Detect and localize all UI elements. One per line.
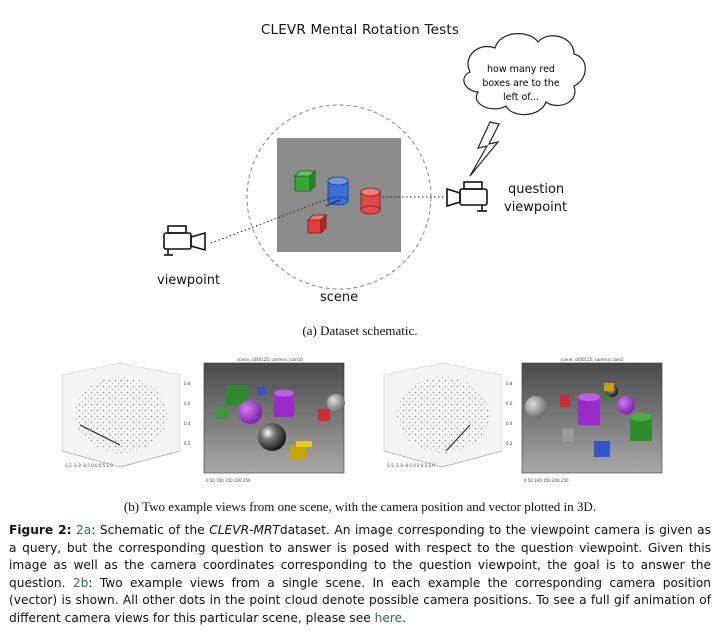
example-views: -1.5 -1.0 -0.5 0.0 0.5 1.0 0.8 0.6 0.4 0… bbox=[61, 357, 663, 483]
svg-text:0 50 100 150 200: 0 50 100 150 200 250 bbox=[524, 478, 569, 483]
thought-bubble: how many red boxes are to the left of... bbox=[463, 33, 586, 116]
svg-text:0.4: 0.4 bbox=[184, 421, 191, 426]
render-title-1: scene: s000125, camera: cam10 bbox=[237, 357, 303, 362]
svg-text:-1.5 -1.0 -0.5 0.0 0.5 1.0: -1.5 -1.0 -0.5 0.0 0.5 1.0 bbox=[386, 463, 435, 468]
caption-text-4: . bbox=[402, 610, 406, 625]
dataset-name: CLEVR-MRT bbox=[209, 523, 280, 537]
svg-text:0.6: 0.6 bbox=[506, 401, 513, 406]
question-label-1: question bbox=[508, 182, 565, 197]
question-camera-icon bbox=[446, 181, 488, 212]
figure-label: Figure 2: bbox=[9, 523, 72, 537]
schematic-title: CLEVR Mental Rotation Tests bbox=[260, 22, 460, 38]
caption-b: (b) Two example views from one scene, wi… bbox=[123, 499, 597, 514]
camera-pointcloud-plot-2: -1.5 -1.0 -0.5 0.0 0.5 1.0 0.8 0.6 0.4 0… bbox=[383, 362, 513, 468]
caption-text-2: dataset. An image corresponding to the v… bbox=[9, 523, 712, 590]
svg-text:-1.5 -1.0 -0.5 0.0 0.5 1.0: -1.5 -1.0 -0.5 0.0 0.5 1.0 bbox=[64, 463, 113, 468]
viewpoint-camera-icon bbox=[163, 225, 206, 256]
svg-text:0 50 100 150 200: 0 50 100 150 200 250 bbox=[206, 478, 251, 483]
ref-2b-link[interactable]: 2b bbox=[72, 575, 89, 590]
lightning-icon bbox=[469, 121, 500, 177]
green-cube bbox=[294, 170, 316, 192]
bubble-line-3: left of... bbox=[503, 92, 539, 103]
camera-pointcloud-plot-1: -1.5 -1.0 -0.5 0.0 0.5 1.0 0.8 0.6 0.4 0… bbox=[61, 362, 191, 468]
bubble-line-2: boxes are to the bbox=[482, 78, 559, 89]
ref-2a-link[interactable]: 2a bbox=[76, 523, 92, 537]
caption-text-1: : Schematic of the bbox=[91, 523, 210, 537]
scene-render-cam2: scene: s000125, camera: cam2 0 50 100 15… bbox=[521, 357, 663, 483]
svg-text:0.4: 0.4 bbox=[506, 421, 513, 426]
caption-text-3: : Two example views from a single scene.… bbox=[9, 575, 712, 625]
svg-text:0.8: 0.8 bbox=[184, 381, 191, 386]
viewpoint-label: viewpoint bbox=[157, 273, 221, 288]
svg-text:0.6: 0.6 bbox=[184, 401, 191, 406]
question-label-2: viewpoint bbox=[504, 200, 568, 215]
red-cube bbox=[307, 214, 327, 234]
scene-render-cam10: scene: s000125, camera: cam10 0 50 100 1… bbox=[203, 357, 345, 483]
svg-text:0.8: 0.8 bbox=[506, 381, 513, 386]
render-title-2: scene: s000125, camera: cam2 bbox=[560, 357, 624, 362]
red-cylinder bbox=[360, 187, 381, 215]
here-link[interactable]: here bbox=[374, 610, 403, 625]
dataset-schematic: how many red boxes are to the left of... bbox=[163, 33, 586, 290]
svg-text:0.2: 0.2 bbox=[506, 441, 513, 446]
svg-text:0.2: 0.2 bbox=[184, 441, 191, 446]
figure-caption: Figure 2: 2a: Schematic of the CLEVR-MRT… bbox=[9, 522, 711, 628]
bubble-line-1: how many red bbox=[487, 64, 555, 75]
scene-label: scene bbox=[320, 290, 359, 305]
caption-a: (a) Dataset schematic. bbox=[302, 323, 418, 338]
viewpoint-sight-line bbox=[210, 197, 331, 244]
